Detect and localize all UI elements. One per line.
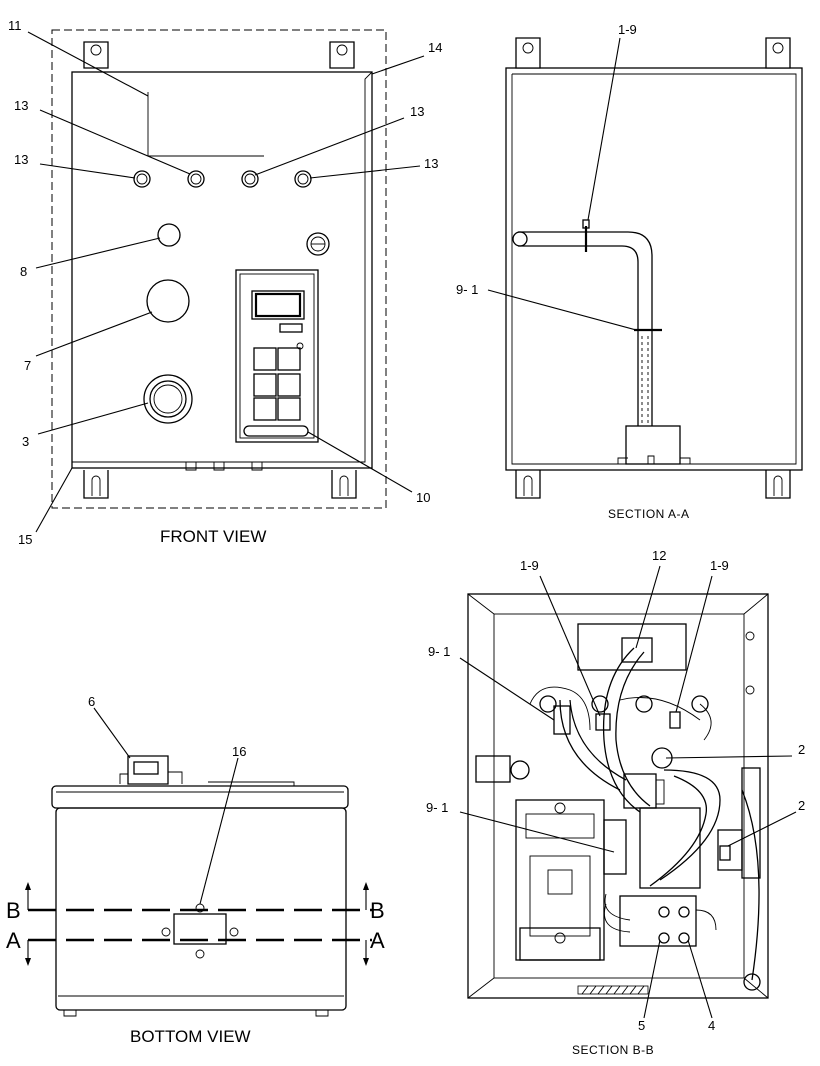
caption-section-aa: SECTION A-A bbox=[608, 507, 690, 521]
callout-bb-9-1b: 9- 1 bbox=[426, 800, 448, 815]
callout-bb-2a: 2 bbox=[798, 742, 805, 757]
callout-front-13d: 13 bbox=[424, 156, 438, 171]
section-aa-view bbox=[487, 37, 803, 499]
callout-front-13a: 13 bbox=[14, 98, 28, 113]
bottom-latch bbox=[173, 913, 227, 945]
callout-bottom-16: 16 bbox=[232, 744, 246, 759]
indicator-lights bbox=[133, 170, 312, 188]
callout-aa-9-1: 9- 1 bbox=[456, 282, 478, 297]
front-view bbox=[27, 29, 425, 533]
callout-front-13c: 13 bbox=[14, 152, 28, 167]
callout-aa-1-9: 1-9 bbox=[618, 22, 637, 37]
callout-front-7: 7 bbox=[24, 358, 31, 373]
callout-bb-9-1a: 9- 1 bbox=[428, 644, 450, 659]
front-leader-lines bbox=[27, 31, 425, 533]
bottom-view bbox=[25, 707, 372, 1017]
callout-bb-1-9b: 1-9 bbox=[710, 558, 729, 573]
front-mount-tab-br bbox=[331, 470, 357, 499]
gauge bbox=[143, 374, 193, 424]
section-aa-enclosure bbox=[505, 67, 803, 471]
section-bb-leader-lines bbox=[459, 565, 797, 1019]
callout-bb-1-9a: 1-9 bbox=[520, 558, 539, 573]
callout-labels: 11 14 13 13 13 13 8 7 3 10 15 1-9 9- 1 6… bbox=[6, 18, 805, 1033]
section-mark-a-left: A bbox=[6, 928, 21, 953]
callout-front-8: 8 bbox=[20, 264, 27, 279]
section-mark-a-right: A bbox=[370, 928, 385, 953]
callout-front-11: 11 bbox=[8, 18, 22, 33]
callout-front-3: 3 bbox=[22, 434, 29, 449]
callout-bb-12: 12 bbox=[652, 548, 666, 563]
section-bb-enclosure bbox=[467, 593, 769, 999]
caption-bottom-view: BOTTOM VIEW bbox=[130, 1027, 251, 1046]
caption-section-bb: SECTION B-B bbox=[572, 1043, 654, 1057]
section-mark-b-right: B bbox=[370, 898, 385, 923]
section-cut-lines bbox=[25, 882, 372, 966]
section-aa-base-block bbox=[625, 425, 681, 465]
front-mounting-outline bbox=[51, 29, 387, 509]
front-enclosure bbox=[71, 71, 373, 469]
keypad-panel bbox=[235, 269, 319, 443]
view-captions: FRONT VIEW SECTION A-A BOTTOM VIEW SECTI… bbox=[130, 507, 690, 1057]
callout-front-13b: 13 bbox=[410, 104, 424, 119]
small-knob bbox=[157, 223, 181, 247]
label-plate bbox=[147, 92, 264, 157]
callout-front-14: 14 bbox=[428, 40, 442, 55]
front-mount-tab-bl bbox=[83, 470, 109, 499]
callout-front-10: 10 bbox=[416, 490, 430, 505]
callout-bottom-6: 6 bbox=[88, 694, 95, 709]
callout-bb-4: 4 bbox=[708, 1018, 715, 1033]
plug bbox=[146, 279, 190, 323]
section-bb-hoses bbox=[529, 647, 760, 981]
section-bb-terminal-block bbox=[619, 895, 697, 947]
callout-bb-5: 5 bbox=[638, 1018, 645, 1033]
callout-bb-2b: 2 bbox=[798, 798, 805, 813]
bottom-top-flange bbox=[51, 785, 349, 809]
callout-front-15: 15 bbox=[18, 532, 32, 547]
section-bb-view bbox=[459, 565, 797, 1019]
caption-front-view: FRONT VIEW bbox=[160, 527, 266, 546]
key-switch bbox=[306, 232, 330, 256]
section-bb-top-bracket bbox=[577, 623, 687, 671]
section-mark-b-left: B bbox=[6, 898, 21, 923]
section-aa-tube bbox=[518, 231, 653, 426]
